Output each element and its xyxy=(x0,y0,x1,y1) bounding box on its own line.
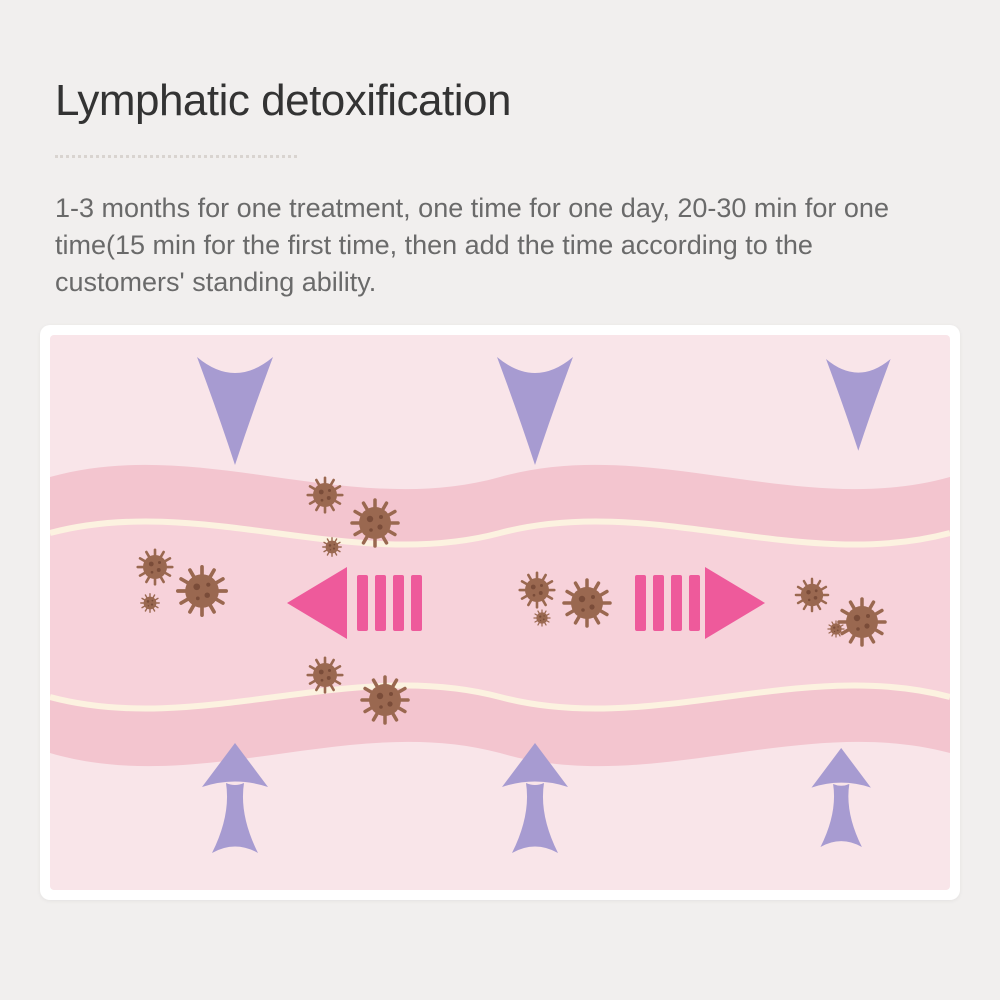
title-divider xyxy=(55,155,297,158)
description-text: 1-3 months for one treatment, one time f… xyxy=(55,193,889,297)
illustration-card xyxy=(40,325,960,900)
vessel-wall-line-bottom xyxy=(50,682,950,712)
flow-right-arrow-icon xyxy=(635,567,765,639)
vessel-wall-line-top xyxy=(50,518,950,548)
lymph-flow-diagram xyxy=(50,335,950,890)
lymph-channel xyxy=(50,521,950,709)
illustration-clip xyxy=(50,335,950,890)
flow-left-arrow-icon xyxy=(287,567,422,639)
page-title: Lymphatic detoxification xyxy=(55,76,511,125)
